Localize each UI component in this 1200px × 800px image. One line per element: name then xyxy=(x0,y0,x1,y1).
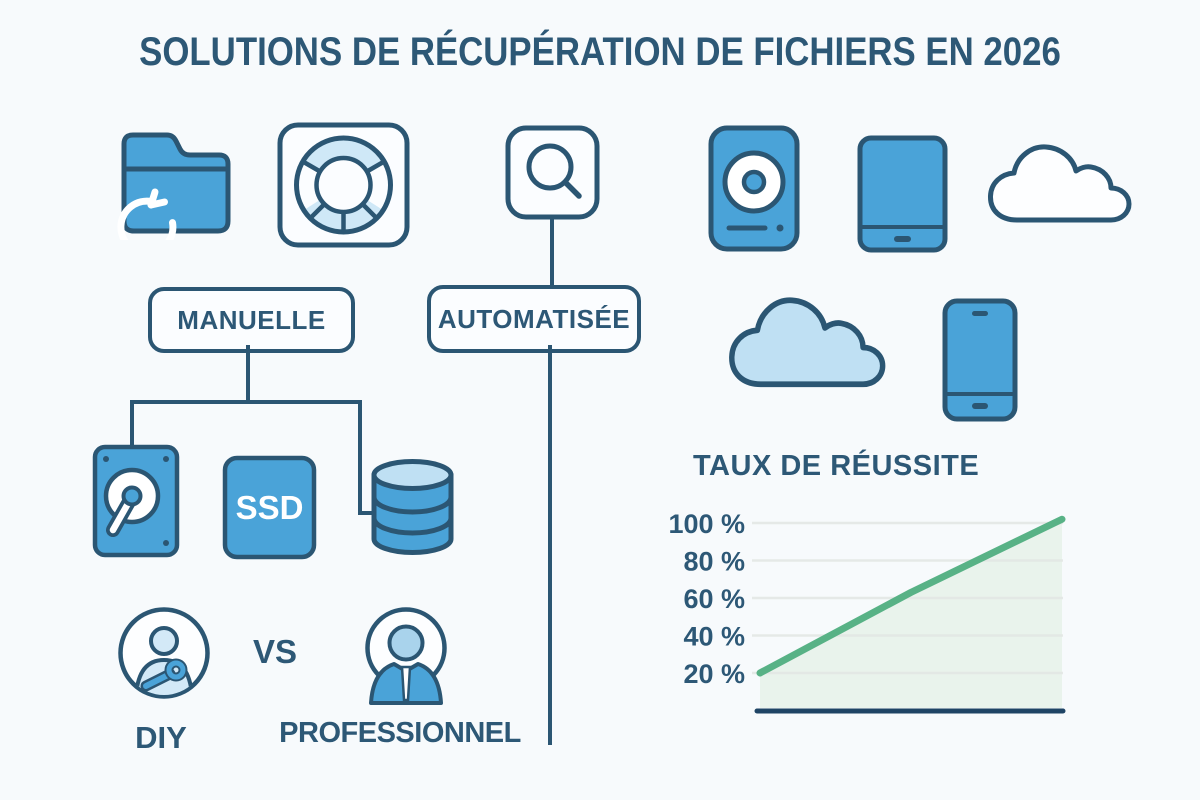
chart-y-tick-label: 20 % xyxy=(683,659,745,689)
versus-label: VS xyxy=(253,633,298,670)
automated-branch-box: AUTOMATISÉE xyxy=(427,285,641,353)
folder-recovery-icon xyxy=(117,132,231,240)
connector-manual-stem xyxy=(246,345,250,402)
connector-to-hdd xyxy=(130,400,134,446)
tablet-icon xyxy=(857,135,948,253)
chart-y-tick-label: 100 % xyxy=(668,509,745,539)
lifebuoy-icon xyxy=(277,122,410,248)
connector-to-database-stub xyxy=(358,511,376,515)
database-icon xyxy=(371,459,454,555)
professional-label: PROFESSIONNEL xyxy=(279,717,521,749)
connector-manual-branch xyxy=(130,400,362,404)
chart-success-line xyxy=(756,515,1066,677)
diy-label: DIY xyxy=(135,720,187,755)
ssd-icon: SSD xyxy=(222,455,317,560)
automated-branch-label: AUTOMATISÉE xyxy=(437,303,631,334)
smartphone-icon xyxy=(942,298,1018,422)
chart-y-tick-label: 60 % xyxy=(683,584,745,614)
success-rate-chart: 100 % 80 % 60 % 40 % 20 % xyxy=(668,509,1066,714)
connector-search-to-automated xyxy=(550,219,554,287)
cloud-outline-icon xyxy=(988,144,1132,223)
chart-y-tick-label: 40 % xyxy=(683,622,745,652)
chart-y-tick-label: 80 % xyxy=(683,547,745,577)
ssd-label: SSD xyxy=(236,489,304,526)
manual-branch-box: MANUELLE xyxy=(148,287,355,353)
chart-area-fill xyxy=(760,519,1062,708)
external-drive-icon xyxy=(708,125,800,252)
manual-branch-label: MANUELLE xyxy=(177,304,326,335)
diy-person-wrench-icon xyxy=(118,607,210,699)
professional-person-icon xyxy=(365,607,447,705)
connector-to-database xyxy=(358,400,362,513)
hdd-icon xyxy=(92,444,180,558)
cloud-filled-icon xyxy=(729,297,886,388)
search-icon xyxy=(505,125,600,220)
page-title: SOLUTIONS DE RÉCUPÉRATION DE FICHIERS EN… xyxy=(139,30,1061,74)
chart-title: TAUX DE RÉUSSITE xyxy=(693,450,980,482)
connector-automated-down xyxy=(548,345,552,745)
